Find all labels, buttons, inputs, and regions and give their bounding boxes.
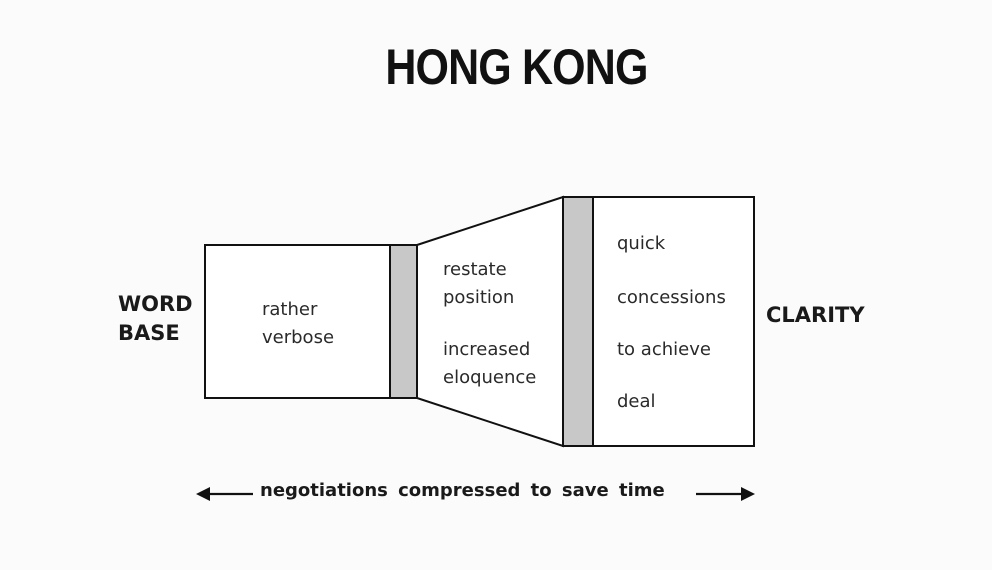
box3-line1: quick xyxy=(617,233,666,254)
box2-line3: increased xyxy=(443,339,531,360)
box3-line4: deal xyxy=(617,391,656,412)
box2-line2: position xyxy=(443,287,515,308)
box2-text: restate position increased eloquence xyxy=(443,256,536,392)
clarity-label: CLARITY xyxy=(766,303,865,327)
box3-text: quick concessions to achieve deal xyxy=(617,230,726,416)
box2-line1: restate xyxy=(443,259,507,280)
right-box xyxy=(592,196,755,447)
right-arrow-head xyxy=(741,487,755,501)
word-base-line2: BASE xyxy=(118,321,180,345)
box2-line4: eloquence xyxy=(443,367,537,388)
word-base-line1: WORD xyxy=(118,292,193,316)
separator-right xyxy=(562,196,594,447)
box3-line2: concessions xyxy=(617,287,726,308)
box1-line2: verbose xyxy=(262,327,335,348)
left-arrow-head xyxy=(196,487,210,501)
word-base-label: WORD BASE xyxy=(118,290,193,348)
separator-left xyxy=(389,244,418,399)
bottom-caption: negotiations compressed to save time xyxy=(260,480,665,501)
box1-text: rather verbose xyxy=(262,296,334,352)
diagram-title: HONG KONG xyxy=(385,39,648,95)
left-box xyxy=(204,244,391,399)
box3-line3: to achieve xyxy=(617,339,711,360)
box1-line1: rather xyxy=(262,299,318,320)
